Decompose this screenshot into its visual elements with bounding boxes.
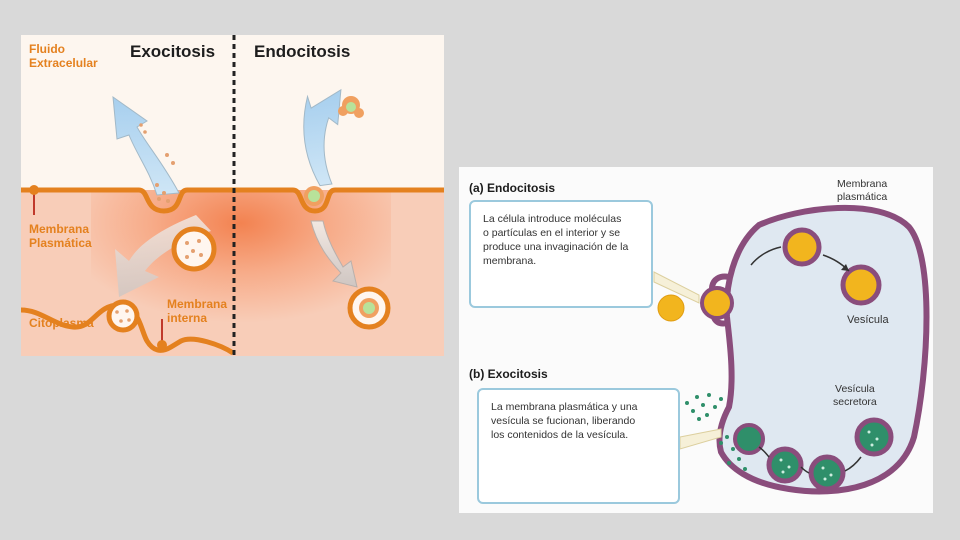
arrow-path-1 <box>750 246 782 266</box>
label-membrana-plasmatica: Membrana Plasmática <box>29 222 92 250</box>
callout-a-pointer <box>653 271 700 304</box>
inner-vesicle <box>106 299 140 333</box>
vesicle-left <box>171 226 217 272</box>
vesicle-forming <box>700 286 734 320</box>
label-membrana-plasmatica-right: Membrana plasmática <box>837 178 888 203</box>
secretory-vesicles <box>733 417 894 492</box>
green-particle-vesicle <box>359 298 379 318</box>
heading-endocitosis: (a) Endocitosis <box>469 181 556 195</box>
title-endocitosis: Endocitosis <box>254 42 351 61</box>
green-particle-pocket <box>304 186 324 206</box>
vesicle-2 <box>840 264 882 306</box>
inner-vesicle-particles <box>115 309 131 323</box>
heading-exocitosis: (b) Exocitosis <box>469 367 548 381</box>
label-membrana-interna: Membrana interna <box>167 297 228 325</box>
sec-arrow-2 <box>800 466 810 474</box>
title-exocitosis: Exocitosis <box>130 42 216 61</box>
arrow-head-2 <box>841 264 849 271</box>
exocytosis-arrow <box>112 95 180 196</box>
cell-endocytosis-exocytosis-diagram: (a) Endocitosis (b) Exocitosis La célula… <box>459 167 933 513</box>
right-diagram-graphic <box>653 204 930 495</box>
label-fluido-extracelular: Fluido Extracelular <box>29 42 98 70</box>
callout-b-pointer <box>679 428 722 450</box>
plasma-membrane <box>21 187 444 214</box>
released-particles <box>685 393 747 471</box>
endocytosis-arrow-upper <box>303 88 342 187</box>
membrane-pin <box>29 185 39 195</box>
endocytosis-arrow-lower <box>310 220 358 288</box>
callout-exocitosis: La membrana plasmática y una vesícula se… <box>477 388 680 504</box>
vesicle-left-particles <box>185 239 203 259</box>
label-citoplasma: Citoplasma <box>29 316 94 330</box>
exocytosis-particles <box>139 123 175 203</box>
sec-arrow-3 <box>758 446 770 458</box>
label-vesicula-secretora: Vesícula secretora <box>833 383 877 408</box>
vesicle-1 <box>782 227 822 267</box>
exocytosis-endocytosis-illustration: Fluido Extracelular Exocitosis Endocitos… <box>21 35 444 356</box>
callout-endocitosis: La célula introduce moléculas o partícul… <box>469 200 653 308</box>
label-vesicula: Vesícula <box>847 314 889 326</box>
secretory-speckles <box>779 430 879 481</box>
left-diagram-graphic <box>21 35 444 356</box>
green-particle-outside <box>338 96 364 118</box>
particle-outside <box>657 294 685 322</box>
inner-pin <box>157 340 167 350</box>
sec-arrow-1 <box>844 456 862 472</box>
